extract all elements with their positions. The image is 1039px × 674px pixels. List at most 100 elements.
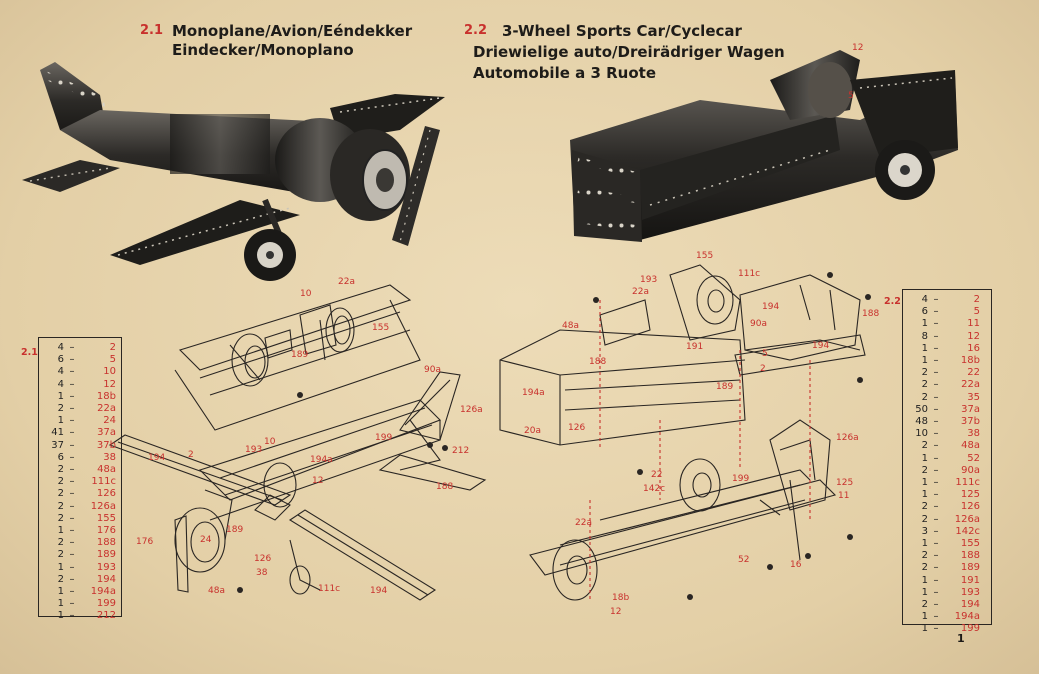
parts-row: 2–194 bbox=[906, 599, 988, 611]
callout: 189 bbox=[291, 350, 308, 360]
parts-row: 8– 12 bbox=[906, 331, 988, 343]
dash-separator: – bbox=[69, 549, 75, 561]
callout: 5 bbox=[762, 349, 768, 359]
dash-separator: – bbox=[69, 464, 75, 476]
part-quantity: 2 bbox=[57, 512, 64, 524]
dash-separator: – bbox=[69, 403, 75, 415]
part-number: 37a bbox=[961, 403, 980, 415]
callout: 90a bbox=[750, 319, 767, 329]
parts-row: 1–193 bbox=[42, 562, 118, 574]
part-number: 126a bbox=[954, 513, 980, 525]
parts-row: 2–22a bbox=[42, 403, 118, 415]
callout: 194 bbox=[148, 453, 165, 463]
part-quantity: 1 bbox=[921, 586, 928, 598]
callout: 22 bbox=[651, 470, 662, 480]
part-number: 12 bbox=[967, 330, 980, 342]
cyclecar-photo bbox=[570, 50, 958, 242]
callout: 22a bbox=[632, 287, 649, 297]
parts-row: 4–10 bbox=[42, 366, 118, 378]
callout: 126a bbox=[460, 405, 483, 415]
dash-separator: – bbox=[933, 416, 939, 428]
part-number: 212 bbox=[96, 610, 116, 622]
dash-separator: – bbox=[933, 586, 939, 598]
dash-separator: – bbox=[69, 378, 75, 390]
callout: 194 bbox=[370, 586, 387, 596]
dash-separator: – bbox=[933, 489, 939, 501]
callout: 111c bbox=[738, 269, 760, 279]
parts-row: 1–125 bbox=[906, 489, 988, 501]
parts-row: 6–5 bbox=[906, 306, 988, 318]
parts-row: 2–188 bbox=[906, 550, 988, 562]
parts-row: 41–37a bbox=[42, 427, 118, 439]
part-number: 111c bbox=[91, 476, 116, 488]
parts-row: 2–126 bbox=[906, 501, 988, 513]
dash-separator: – bbox=[933, 440, 939, 452]
model-1-number: 2.1 bbox=[140, 23, 164, 38]
parts-row: 2–48a bbox=[906, 440, 988, 452]
parts-row: 6–38 bbox=[42, 452, 118, 464]
part-quantity: 1 bbox=[57, 390, 64, 402]
callout: 48a bbox=[208, 586, 225, 596]
callout: 38 bbox=[256, 568, 268, 578]
parts-row: 4–2 bbox=[906, 294, 988, 306]
part-quantity: 1 bbox=[57, 610, 64, 622]
part-quantity: 4 bbox=[57, 378, 64, 390]
part-number: 37a bbox=[97, 427, 116, 439]
callout: 126 bbox=[568, 423, 585, 433]
part-number: 38 bbox=[967, 428, 980, 440]
model-2-title-line2: Driewielige auto/Dreirädriger Wagen bbox=[473, 43, 785, 61]
parts-row: 2–22a bbox=[906, 379, 988, 391]
parts-row: 4–2 bbox=[42, 342, 118, 354]
callout: 188 bbox=[862, 309, 879, 319]
page-number: 1 bbox=[957, 632, 965, 645]
callout: 2 bbox=[760, 364, 766, 374]
part-quantity: 6 bbox=[57, 451, 64, 463]
part-number: 155 bbox=[96, 512, 116, 524]
dash-separator: – bbox=[69, 610, 75, 622]
part-number: 199 bbox=[96, 598, 116, 610]
part-number: 188 bbox=[960, 550, 980, 562]
parts-row: 48–37b bbox=[906, 416, 988, 428]
part-quantity: 1 bbox=[921, 355, 928, 367]
part-quantity: 2 bbox=[57, 403, 64, 415]
part-quantity: 4 bbox=[57, 342, 64, 353]
callout: 20a bbox=[524, 426, 541, 436]
part-quantity: 6 bbox=[57, 354, 64, 366]
part-number: 18b bbox=[96, 390, 116, 402]
part-number: 5 bbox=[109, 354, 116, 366]
part-quantity: 8 bbox=[921, 330, 928, 342]
part-number: 12 bbox=[103, 378, 116, 390]
callout: 48a bbox=[562, 321, 579, 331]
part-quantity: 1 bbox=[921, 477, 928, 489]
part-quantity: 41 bbox=[51, 427, 64, 439]
part-number: 126 bbox=[96, 488, 116, 500]
parts-row: 1–199 bbox=[906, 623, 988, 635]
parts-row: 2–90a bbox=[906, 465, 988, 477]
part-quantity: 2 bbox=[921, 550, 928, 562]
part-quantity: 2 bbox=[921, 501, 928, 513]
callout: 194a bbox=[522, 388, 545, 398]
part-number: 48a bbox=[97, 464, 116, 476]
dash-separator: – bbox=[933, 330, 939, 342]
dash-separator: – bbox=[933, 562, 939, 574]
callout: 194 bbox=[762, 302, 779, 312]
callout: 126a bbox=[836, 433, 859, 443]
part-quantity: 1 bbox=[57, 561, 64, 573]
part-number: 193 bbox=[96, 561, 116, 573]
dash-separator: – bbox=[69, 500, 75, 512]
dash-separator: – bbox=[69, 537, 75, 549]
callout: 12 bbox=[852, 43, 863, 53]
callout: 189 bbox=[226, 525, 243, 535]
callout: 22a bbox=[338, 277, 355, 287]
part-number: 125 bbox=[960, 489, 980, 501]
part-quantity: 2 bbox=[57, 549, 64, 561]
parts-row: 2–111c bbox=[42, 476, 118, 488]
part-number: 189 bbox=[96, 549, 116, 561]
part-quantity: 4 bbox=[921, 294, 928, 305]
model-2-title-line3: Automobile a 3 Ruote bbox=[473, 64, 656, 82]
parts-row: 2–22 bbox=[906, 367, 988, 379]
parts-row: 2–48a bbox=[42, 464, 118, 476]
